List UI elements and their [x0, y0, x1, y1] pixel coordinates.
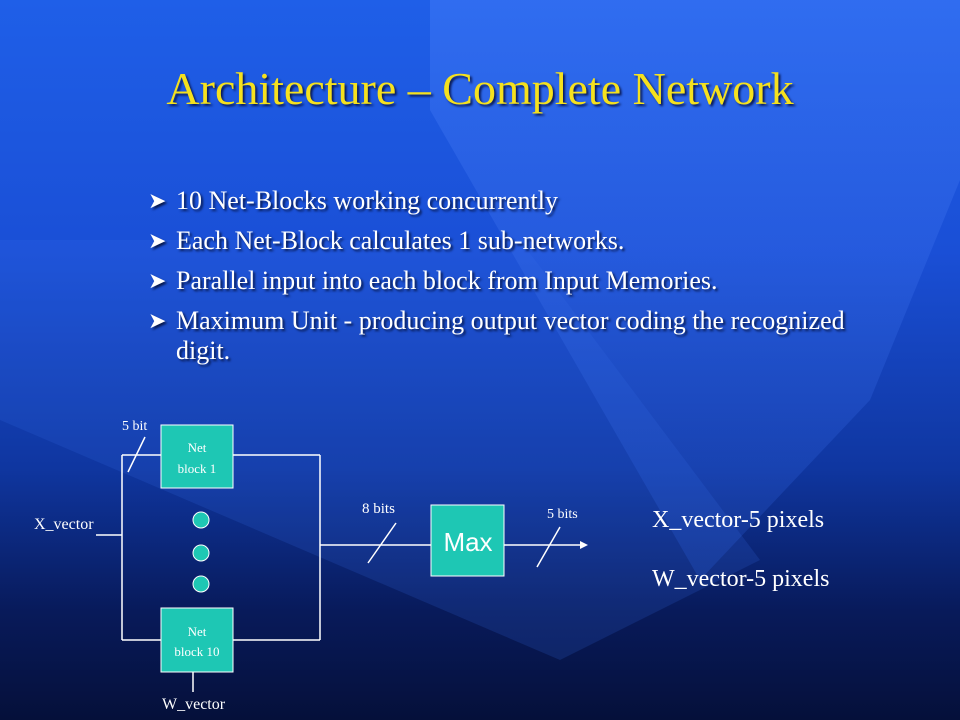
bullet-text: Parallel input into each block from Inpu…: [176, 266, 718, 295]
bus-width-tick-5bits: [536, 526, 561, 568]
bus-width-tick-8bits: [367, 522, 397, 564]
net-block-10: [160, 607, 234, 673]
net-block-10-label-line2: block 10: [174, 644, 219, 659]
max-unit-block: [430, 504, 505, 577]
arrow-bullet-icon: ➤: [148, 308, 167, 333]
max-unit-label: Max: [443, 527, 492, 557]
ellipsis-dot: [192, 575, 210, 593]
arrow-bullet-icon: ➤: [148, 228, 167, 253]
output-arrow-icon: [580, 541, 588, 549]
legend-x-vector: X_vector-5 pixels: [652, 507, 825, 533]
bullet-text: 10 Net-Blocks working concurrently: [176, 186, 558, 215]
arrow-bullet-icon: ➤: [148, 268, 167, 293]
slide-title: Architecture – Complete Network: [166, 63, 794, 114]
x-vector-label: X_vector: [34, 516, 94, 533]
bullet-item: ➤ Maximum Unit - producing output vector…: [148, 306, 878, 366]
net-block-10-label-line1: Net: [188, 624, 207, 639]
bus-width-label-5bit: 5 bit: [122, 419, 147, 434]
bullet-item: ➤ Parallel input into each block from In…: [148, 266, 878, 296]
bullet-item: ➤ Each Net-Block calculates 1 sub-networ…: [148, 226, 878, 256]
bullet-item: ➤ 10 Net-Blocks working concurrently: [148, 186, 878, 216]
net-block-1: [160, 424, 234, 489]
bullet-text: Each Net-Block calculates 1 sub-networks…: [176, 226, 625, 255]
bullet-list: ➤ 10 Net-Blocks working concurrently ➤ E…: [148, 186, 878, 376]
w-vector-label: W_vector: [162, 696, 226, 713]
bus-width-label-5bits: 5 bits: [547, 507, 578, 522]
bullet-text: Maximum Unit - producing output vector c…: [176, 306, 845, 365]
bus-width-tick-5bit: [127, 436, 146, 473]
net-block-1-label-line2: block 1: [178, 461, 217, 476]
legend-w-vector: W_vector-5 pixels: [652, 566, 830, 592]
arrow-bullet-icon: ➤: [148, 188, 167, 213]
ellipsis-dot: [192, 544, 210, 562]
bus-width-label-8bits: 8 bits: [362, 501, 395, 517]
net-block-1-label-line1: Net: [188, 440, 207, 455]
ellipsis-dot: [192, 511, 210, 529]
